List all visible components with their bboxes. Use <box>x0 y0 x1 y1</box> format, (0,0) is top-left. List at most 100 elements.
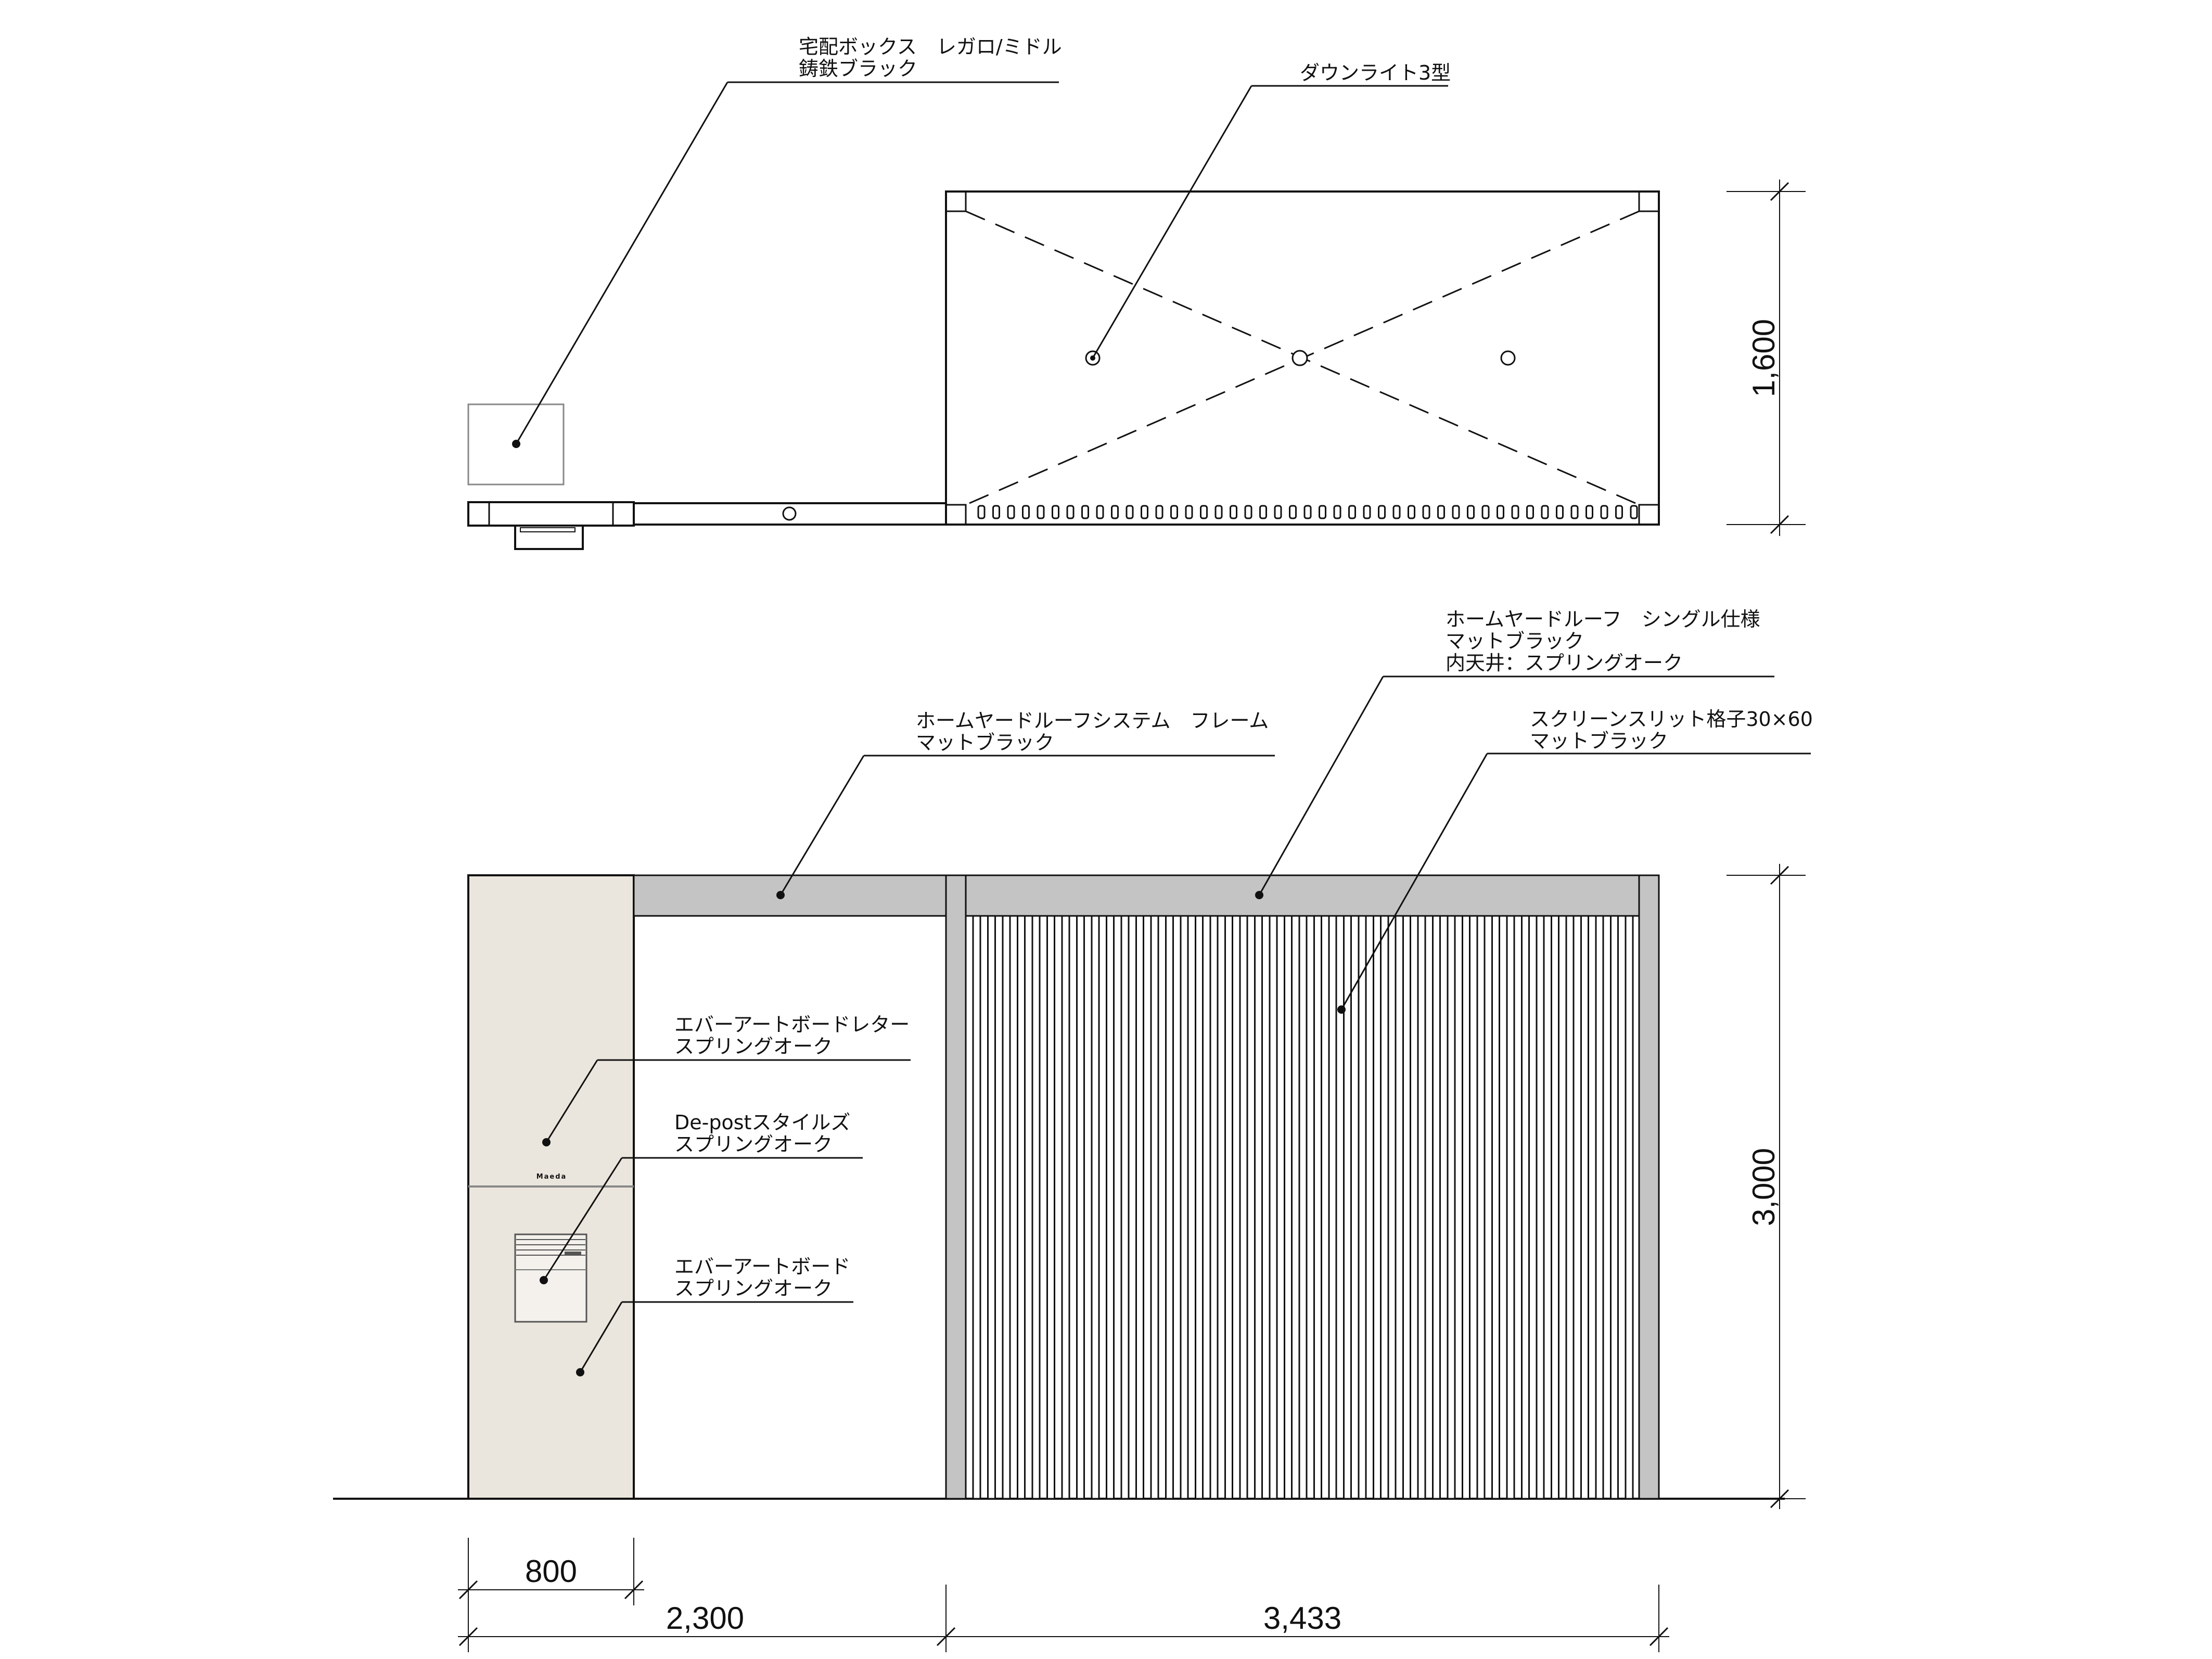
plan-slat <box>1126 505 1134 519</box>
plan-beam-light <box>782 506 797 521</box>
screen-slat <box>1120 915 1130 1500</box>
dim-left-span-text: 2,300 <box>666 1601 744 1636</box>
plan-slat <box>1348 505 1356 519</box>
plan-wall <box>467 501 635 550</box>
screen-slit-lattice <box>972 915 1634 1500</box>
roof-frame-beam-left <box>633 874 947 917</box>
plan-slat <box>1066 505 1075 519</box>
label-letter-board-line2: スプリングオーク <box>674 1035 833 1058</box>
screen-slat <box>1447 915 1456 1500</box>
plan-beam <box>634 502 946 526</box>
screen-slat <box>1209 915 1219 1500</box>
screen-slat <box>1031 915 1041 1500</box>
screen-slat <box>1521 915 1530 1500</box>
plan-slat <box>1141 505 1148 519</box>
screen-slat <box>1565 915 1575 1500</box>
screen-slat <box>1106 915 1115 1500</box>
label-roof-single-line3: 内天井：スプリングオーク <box>1446 652 1683 674</box>
label-screen-line1: スクリーンスリット格子30×60 <box>1530 708 1813 731</box>
label-roof-single-line2: マットブラック <box>1446 630 1584 653</box>
plan-slat <box>1081 505 1089 519</box>
screen-slat <box>1239 915 1248 1500</box>
label-delivery-box-line2: 鋳鉄ブラック <box>799 57 917 80</box>
plan-slat <box>1467 505 1475 519</box>
screen-slat <box>1180 915 1189 1500</box>
screen-slat <box>987 915 996 1500</box>
screen-slat <box>1135 915 1144 1500</box>
depost-mailbox <box>514 1233 587 1323</box>
label-roof-frame-line2: マットブラック <box>916 731 1054 754</box>
screen-slat <box>1002 915 1011 1500</box>
downlight-2 <box>1292 350 1308 366</box>
plan-slat <box>1214 505 1223 519</box>
label-roof-single: ホームヤードルーフ シングル仕様 マットブラック 内天井：スプリングオーク <box>1255 608 1774 899</box>
plan-slat <box>1378 505 1386 519</box>
elevation-view: Maeda ホームヤードルーフシステム フレーム <box>333 608 1813 1652</box>
screen-slat <box>1402 915 1411 1500</box>
label-downlight: ダウンライト3型 <box>1092 61 1451 359</box>
screen-slat <box>1343 915 1352 1500</box>
plan-slat <box>1586 505 1593 519</box>
screen-slat <box>1595 915 1604 1500</box>
label-screen: スクリーンスリット格子30×60 マットブラック <box>1337 708 1813 1014</box>
plan-roof <box>945 190 1660 526</box>
plan-slat <box>1303 505 1312 519</box>
screen-slat <box>1061 915 1070 1500</box>
plan-delivery-box <box>467 403 565 486</box>
plan-slat <box>992 505 1000 519</box>
dim-plan-depth-text: 1,600 <box>1746 319 1781 397</box>
plan-slat <box>1022 505 1030 519</box>
label-depost-line2: スプリングオーク <box>674 1133 833 1156</box>
plan-slat <box>1170 505 1178 519</box>
dim-bottom: 800 2,300 3,433 <box>458 1538 1669 1652</box>
screen-slat <box>1165 915 1174 1500</box>
plan-slat <box>1111 505 1119 519</box>
label-roof-frame-line1: ホームヤードルーフシステム フレーム <box>916 709 1269 732</box>
plan-slat <box>1259 505 1267 519</box>
screen-slat <box>1432 915 1441 1500</box>
dim-plan-depth: 1,600 <box>1727 180 1806 536</box>
screen-slat <box>1373 915 1382 1500</box>
screen-slat <box>1491 915 1500 1500</box>
screen-slat <box>1551 915 1559 1500</box>
plan-slat <box>1481 505 1490 519</box>
screen-slat <box>1284 915 1293 1500</box>
plan-slat <box>1541 505 1549 519</box>
plan-view: 宅配ボックス レガロ/ミドル 鋳鉄ブラック ダウンライト3型 1,600 <box>467 35 1806 550</box>
plan-slat <box>1200 505 1208 519</box>
screen-slat <box>1387 915 1397 1500</box>
screen-slat <box>1313 915 1322 1500</box>
plan-slat <box>1319 505 1326 519</box>
elevation-wall: Maeda <box>467 874 635 1500</box>
dim-elevation-height: 3,000 <box>1727 864 1806 1509</box>
plan-slat <box>1363 505 1371 519</box>
downlight-3 <box>1500 350 1516 366</box>
plan-slat <box>1615 505 1623 519</box>
plan-slat <box>1185 505 1193 519</box>
label-screen-line2: マットブラック <box>1530 730 1668 752</box>
roof-post-left <box>945 874 967 1500</box>
plan-slat <box>1274 505 1282 519</box>
plan-slat <box>1289 505 1297 519</box>
plan-slat <box>1052 505 1059 519</box>
roof-post-right <box>1638 874 1660 1500</box>
plan-slat <box>1570 505 1579 519</box>
plan-slat <box>1230 505 1237 519</box>
plan-slat <box>977 505 986 519</box>
screen-slat <box>1150 915 1159 1500</box>
label-art-board-line2: スプリングオーク <box>674 1277 833 1300</box>
wall-brand-logo: Maeda <box>536 1173 567 1181</box>
dim-elevation-height-text: 3,000 <box>1746 1148 1781 1226</box>
dim-wall-width-text: 800 <box>525 1554 577 1589</box>
label-downlight-line1: ダウンライト3型 <box>1300 61 1451 84</box>
label-roof-single-line1: ホームヤードルーフ シングル仕様 <box>1446 608 1760 631</box>
plan-slat <box>1630 505 1638 519</box>
plan-slat <box>1511 505 1519 519</box>
plan-slat <box>1437 505 1445 519</box>
screen-slat <box>1254 915 1263 1500</box>
screen-slat <box>1046 915 1055 1500</box>
screen-slat <box>1224 915 1233 1500</box>
label-art-board: エバーアートボード スプリングオーク <box>576 1255 853 1376</box>
screen-slat <box>1076 915 1085 1500</box>
